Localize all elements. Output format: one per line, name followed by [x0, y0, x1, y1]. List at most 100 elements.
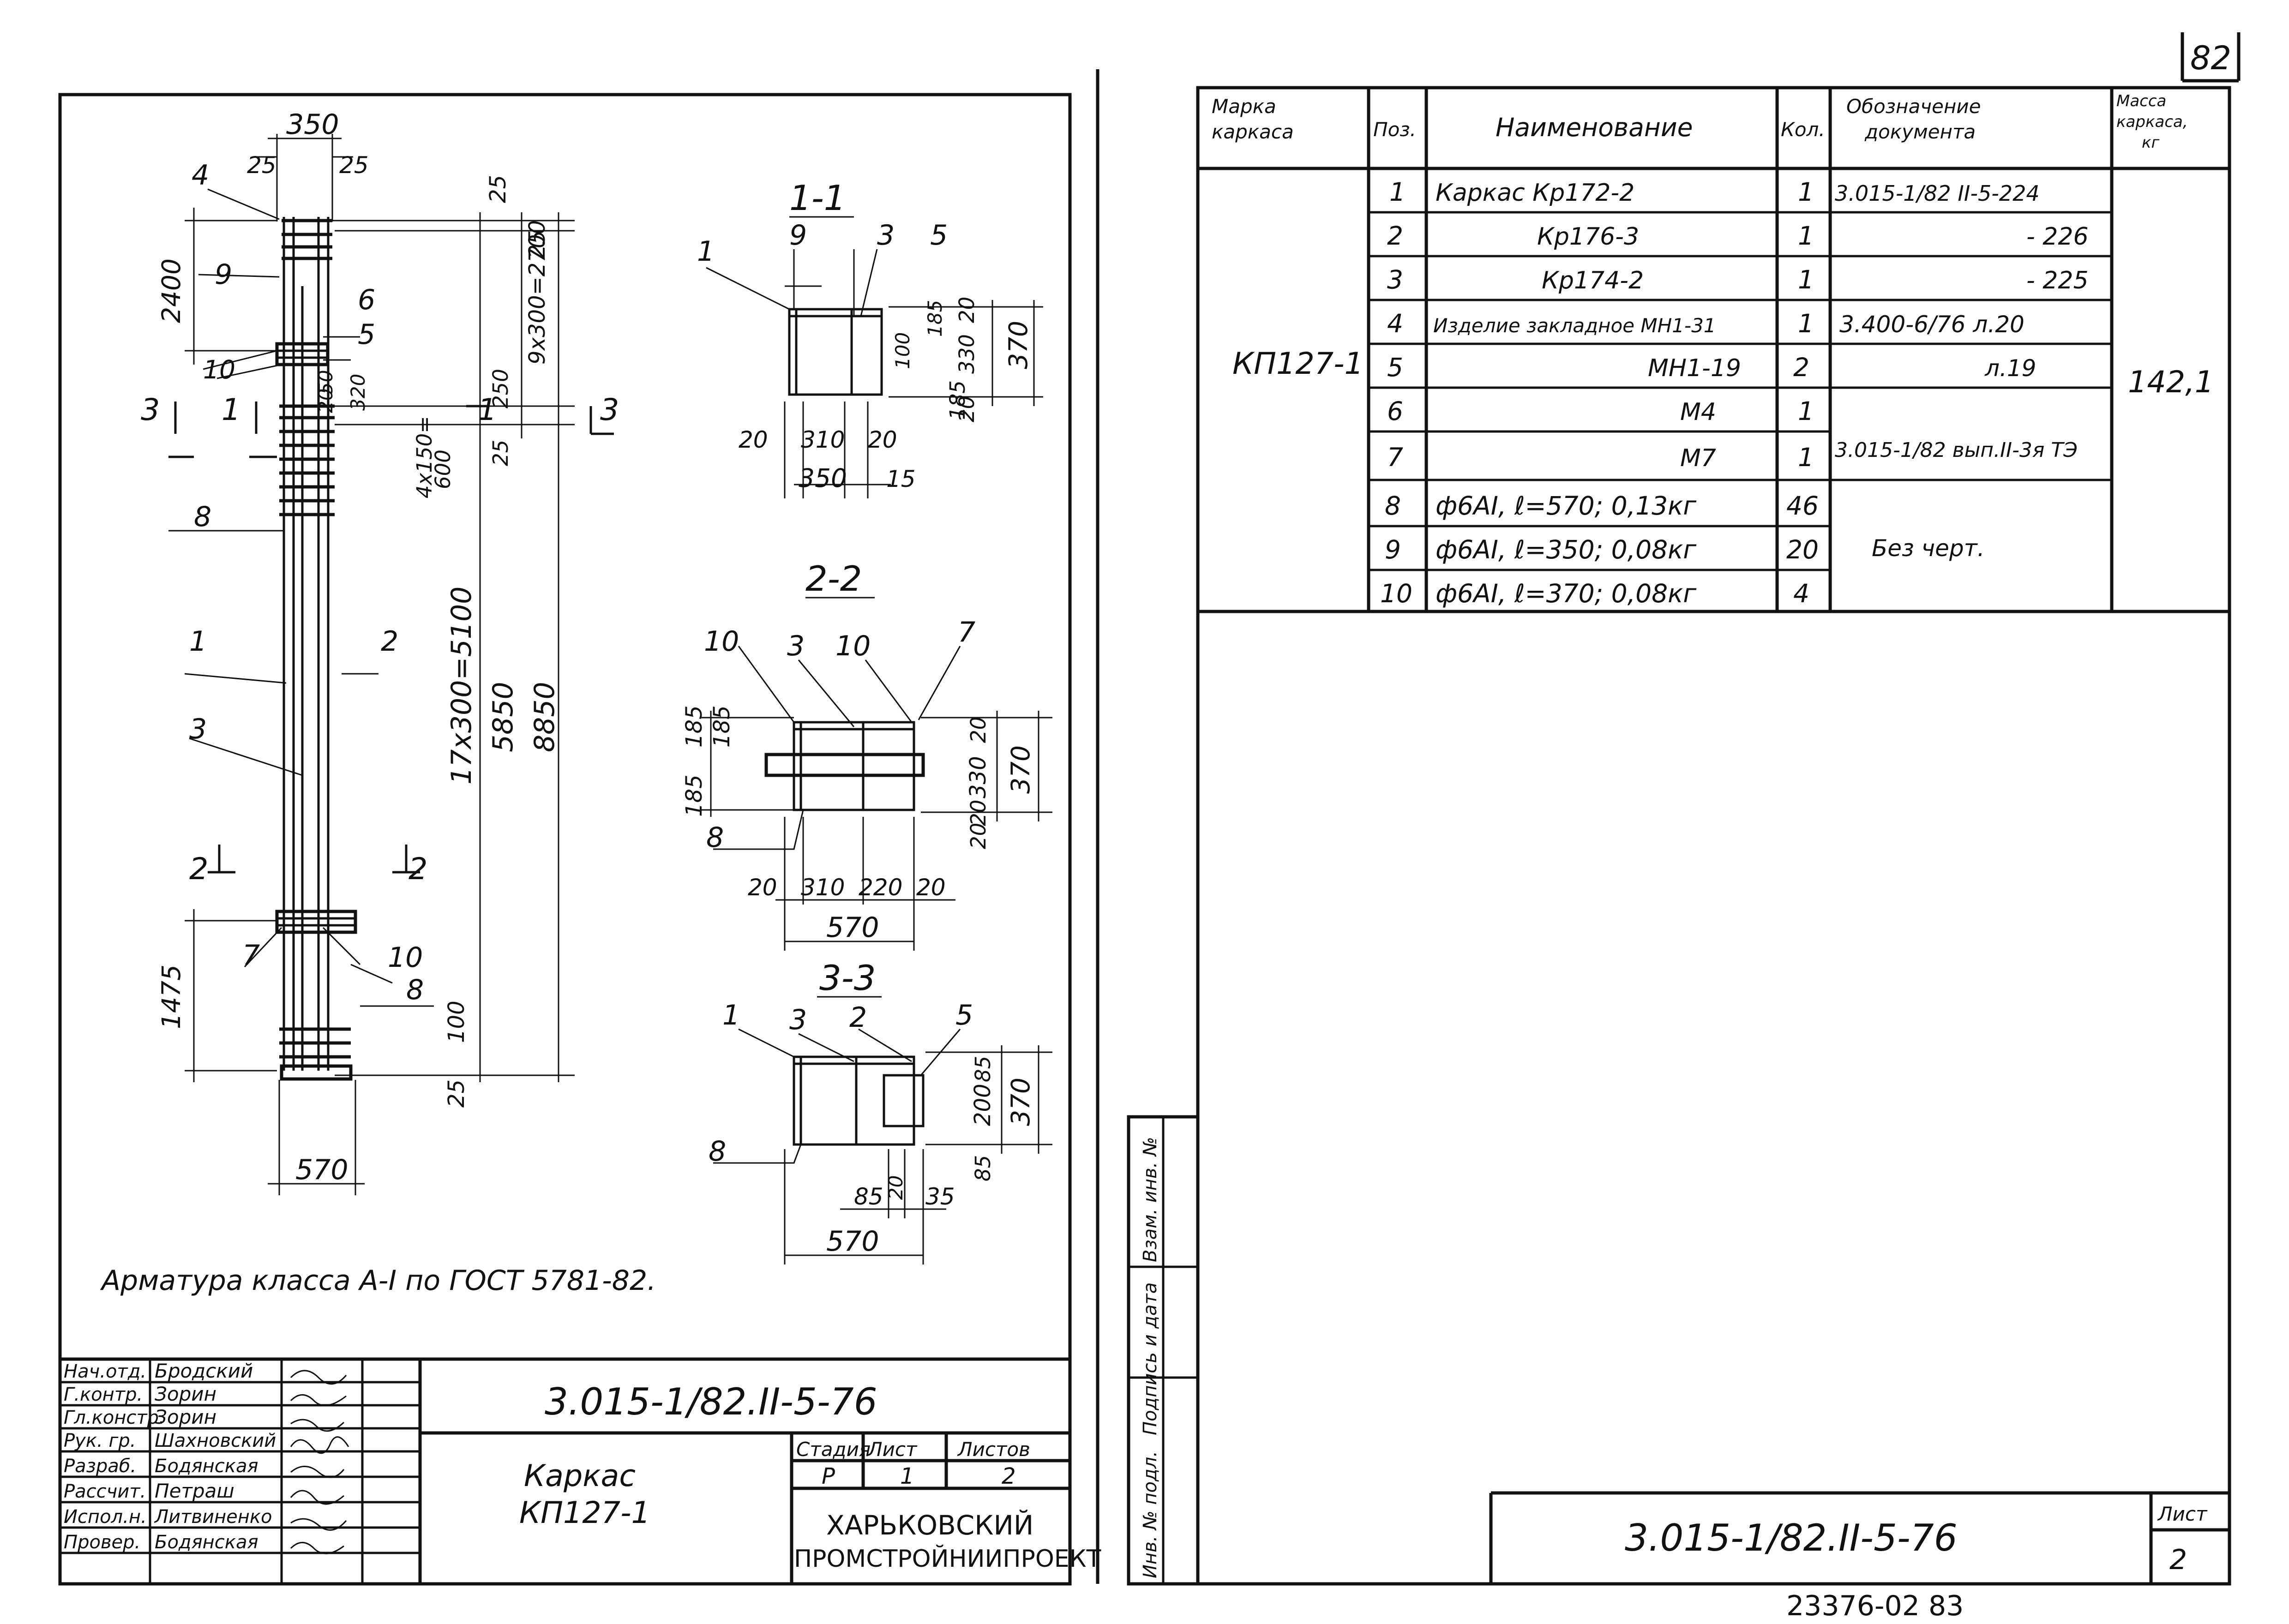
- svg-text:4: 4: [192, 159, 209, 192]
- svg-text:Марка: Марка: [1212, 95, 1276, 118]
- svg-text:Каркас Кр172-2: Каркас Кр172-2: [1436, 179, 1634, 207]
- svg-text:20: 20: [748, 874, 777, 901]
- svg-text:Кр176-3: Кр176-3: [1537, 223, 1639, 251]
- svg-text:10: 10: [704, 625, 739, 658]
- svg-text:Провер.: Провер.: [64, 1532, 140, 1553]
- svg-text:220: 220: [859, 874, 902, 901]
- svg-text:1: 1: [189, 625, 207, 658]
- svg-text:20: 20: [966, 800, 991, 826]
- svg-text:600: 600: [431, 449, 455, 489]
- svg-text:570: 570: [826, 1225, 879, 1258]
- svg-text:25: 25: [485, 175, 511, 203]
- svg-text:Разраб.: Разраб.: [64, 1456, 136, 1477]
- spec-mark: КП127-1: [1232, 347, 1364, 381]
- svg-text:3: 3: [787, 630, 805, 662]
- svg-text:185: 185: [681, 774, 707, 817]
- mid-stirrups: [279, 404, 335, 516]
- table-row: 7 М7 1: [1387, 443, 1814, 472]
- section-1-1: 1-1 1 9 3 5 20 310 20 350 15 20 100 185 …: [697, 178, 1043, 498]
- table-row: 1 Каркас Кр172-2 1 3.015-1/82 II-5-224: [1389, 177, 2040, 207]
- svg-text:Шахновский: Шахновский: [155, 1430, 276, 1451]
- svg-text:330: 330: [955, 334, 979, 374]
- svg-text:Подпись и дата: Подпись и дата: [1140, 1282, 1161, 1435]
- svg-text:8: 8: [706, 821, 724, 854]
- svg-text:3: 3: [141, 393, 160, 427]
- svg-text:Изделие закладное МН1-31: Изделие закладное МН1-31: [1433, 314, 1716, 337]
- svg-text:1: 1: [222, 393, 240, 427]
- svg-text:Бодянская: Бодянская: [155, 1456, 258, 1477]
- svg-text:17х300=5100: 17х300=5100: [445, 587, 478, 785]
- svg-text:10: 10: [835, 630, 871, 662]
- svg-text:Р: Р: [822, 1463, 835, 1489]
- svg-text:2: 2: [189, 852, 208, 887]
- left-title-block: Нач.отд. Бродский Г.контр. Зорин Гл.конс…: [60, 1357, 1101, 1584]
- svg-text:85: 85: [971, 1155, 995, 1181]
- svg-text:3: 3: [1387, 265, 1403, 294]
- svg-text:350: 350: [799, 463, 847, 493]
- spec-mass: 142,1: [2128, 365, 2214, 400]
- svg-text:3: 3: [600, 393, 619, 427]
- svg-text:5: 5: [930, 219, 948, 252]
- svg-text:20: 20: [966, 717, 991, 743]
- svg-text:ф6АI, ℓ=370; 0,08кг: ф6АI, ℓ=370; 0,08кг: [1436, 579, 1697, 608]
- table-row: 6 М4 1: [1387, 396, 1814, 426]
- svg-text:200: 200: [970, 1084, 996, 1126]
- bar-1: [282, 217, 295, 1071]
- svg-text:- 225: - 225: [2026, 267, 2089, 294]
- svg-text:20: 20: [884, 1175, 907, 1200]
- page-number-box: 82: [2181, 32, 2241, 83]
- svg-text:4: 4: [1387, 309, 1403, 338]
- svg-text:Листов: Листов: [957, 1438, 1030, 1461]
- svg-text:Инв. № подл.: Инв. № подл.: [1140, 1451, 1161, 1578]
- svg-text:9х300=2700: 9х300=2700: [524, 220, 550, 365]
- svg-text:Без черт.: Без черт.: [1872, 535, 1985, 562]
- svg-text:20: 20: [916, 874, 946, 901]
- svg-text:Кол.: Кол.: [1781, 118, 1825, 141]
- svg-text:8: 8: [406, 974, 424, 1006]
- section-1-1-title: 1-1: [789, 178, 846, 218]
- svg-text:1: 1: [1798, 265, 1814, 294]
- svg-text:8: 8: [194, 501, 211, 533]
- svg-text:100: 100: [444, 1001, 469, 1043]
- svg-text:20: 20: [868, 426, 897, 453]
- svg-text:1: 1: [697, 235, 715, 268]
- svg-text:3.015-1/82 вып.II-3я ТЭ: 3.015-1/82 вып.II-3я ТЭ: [1835, 438, 2078, 462]
- table-row: 9 ф6АI, ℓ=350; 0,08кг 20: [1385, 535, 1819, 564]
- svg-text:2: 2: [849, 1001, 867, 1034]
- left-doc-code: 3.015-1/82.II-5-76: [545, 1380, 877, 1423]
- spec-table: Марка каркаса Поз. Наименование Кол. Обо…: [1198, 88, 2229, 613]
- svg-text:570: 570: [826, 911, 879, 944]
- svg-text:Гл.констр.: Гл.констр.: [64, 1407, 165, 1428]
- svg-text:25: 25: [524, 230, 550, 258]
- svg-text:85: 85: [971, 1056, 995, 1082]
- svg-text:1: 1: [1389, 177, 1406, 207]
- svg-text:20: 20: [314, 389, 337, 413]
- svg-text:6: 6: [1387, 396, 1403, 426]
- svg-text:Масса: Масса: [2116, 92, 2166, 110]
- svg-text:4: 4: [1793, 579, 1809, 608]
- upper-stirrups: [282, 219, 332, 260]
- svg-text:кг: кг: [2142, 133, 2160, 152]
- svg-text:1475: 1475: [156, 965, 186, 1029]
- svg-text:370: 370: [1006, 1078, 1035, 1126]
- svg-text:Бодянская: Бодянская: [155, 1532, 258, 1553]
- svg-text:9: 9: [215, 258, 232, 291]
- embedded-item-7: [275, 910, 357, 934]
- svg-text:35: 35: [925, 1183, 955, 1210]
- svg-text:4х150=: 4х150=: [412, 416, 437, 498]
- svg-text:ХАРЬКОВСКИЙ: ХАРЬКОВСКИЙ: [826, 1509, 1033, 1541]
- svg-text:Литвиненко: Литвиненко: [154, 1506, 272, 1528]
- svg-text:5: 5: [1387, 353, 1403, 382]
- svg-text:15: 15: [886, 466, 916, 492]
- svg-text:2400: 2400: [156, 258, 186, 323]
- svg-text:9: 9: [1385, 535, 1401, 564]
- svg-text:Каркас: Каркас: [524, 1459, 636, 1493]
- svg-text:185: 185: [924, 300, 946, 337]
- svg-text:- 226: - 226: [2026, 223, 2089, 251]
- svg-text:320: 320: [347, 374, 369, 411]
- svg-text:Кр174-2: Кр174-2: [1542, 267, 1644, 294]
- table-row: 2 Кр176-3 1 - 226: [1387, 221, 2089, 251]
- svg-text:1: 1: [900, 1463, 914, 1489]
- svg-text:3: 3: [189, 713, 207, 745]
